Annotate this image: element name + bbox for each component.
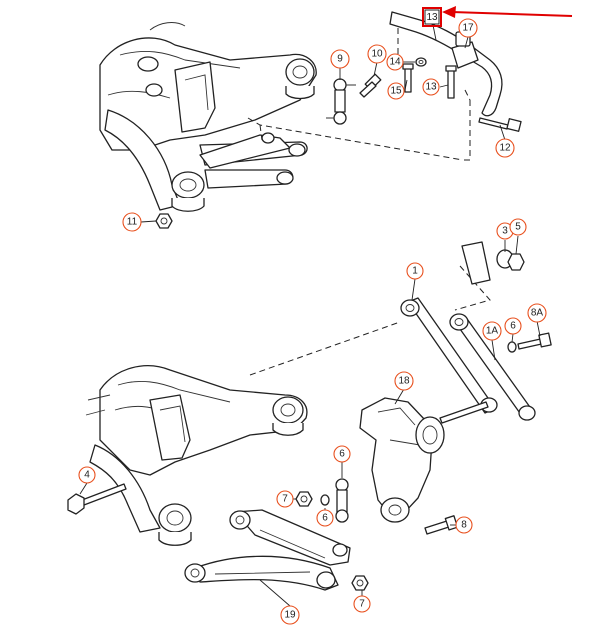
callout-17[interactable]: 17	[458, 18, 478, 38]
callout-label: 14	[389, 57, 401, 68]
callout-label: 7	[359, 599, 365, 610]
callout-4[interactable]: 5	[509, 218, 527, 236]
callout-label: 4	[84, 470, 90, 481]
callout-label: 6	[510, 321, 516, 332]
callout-label: 3	[502, 226, 508, 237]
link-arms	[400, 241, 552, 424]
callout-3[interactable]: 4	[78, 466, 96, 484]
callout-label: 18	[398, 376, 410, 387]
callout-label: 15	[390, 86, 402, 97]
callout-label: 8A	[531, 308, 544, 319]
callout-label: 7	[282, 494, 288, 505]
callout-label: 13	[425, 82, 437, 93]
top-subframe-assembly	[99, 22, 464, 229]
callout-label: 10	[371, 49, 383, 60]
callout-label: 17	[462, 23, 474, 34]
callout-label: 6	[339, 449, 345, 460]
callout-6-upper[interactable]: 6	[504, 317, 522, 335]
callout-label: 1	[412, 266, 418, 277]
callout-10[interactable]: 10	[367, 44, 387, 64]
callout-label: 8	[461, 520, 467, 531]
callout-8a[interactable]: 8A	[527, 303, 547, 323]
callout-1[interactable]: 1	[406, 262, 424, 280]
callout-label: 6	[322, 513, 328, 524]
callout-label: 1A	[486, 326, 499, 337]
callout-14[interactable]: 13	[422, 78, 440, 96]
callout-9[interactable]: 9	[330, 49, 350, 69]
callout-12[interactable]: 12	[495, 138, 515, 158]
callout-label: 9	[337, 54, 343, 65]
callout-7-lower[interactable]: 7	[353, 595, 371, 613]
callout-label: 11	[127, 217, 138, 228]
callout-label: 5	[515, 222, 521, 233]
callout-1a[interactable]: 1A	[482, 321, 502, 341]
callout-13[interactable]: 13	[422, 7, 442, 27]
callout-15[interactable]: 14	[386, 53, 404, 71]
callout-label: 13	[426, 12, 438, 23]
wheel-bearing-housing	[359, 397, 459, 535]
lower-control-arm	[184, 509, 351, 591]
leader-lines	[79, 24, 541, 607]
callout-16[interactable]: 15	[387, 82, 405, 100]
callout-8[interactable]: 8	[455, 516, 473, 534]
callout-label: 19	[284, 610, 296, 621]
callout-7-upper[interactable]: 7	[276, 490, 294, 508]
bottom-subframe-assembly	[67, 265, 491, 546]
callout-19[interactable]: 19	[280, 605, 300, 625]
stabilizer-bar-assembly	[326, 11, 522, 161]
lower-coupling-link	[295, 478, 369, 591]
highlight-arrow	[442, 6, 573, 18]
highlight-box	[422, 7, 442, 27]
callout-6-lower[interactable]: 6	[316, 509, 334, 527]
callout-label: 12	[499, 143, 511, 154]
callout-18[interactable]: 18	[394, 371, 414, 391]
callouts: 13 17 9 10 14 15 13 12 11 3 5 1 8A 6 1A …	[78, 7, 547, 625]
callout-5[interactable]: 6	[333, 445, 351, 463]
callout-11[interactable]: 11	[122, 212, 142, 232]
